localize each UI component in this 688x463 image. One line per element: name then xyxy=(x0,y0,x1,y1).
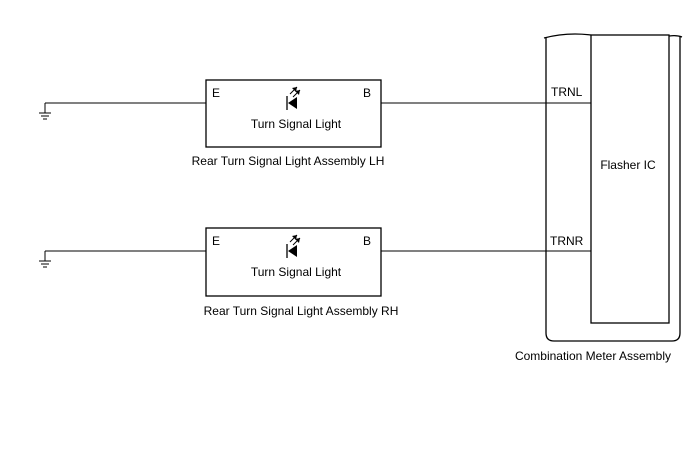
assembly-caption-rh: Rear Turn Signal Light Assembly RH xyxy=(204,304,399,318)
ground-symbol-rh xyxy=(39,251,51,268)
combination-meter: Flasher IC TRNL TRNR Combination Meter A… xyxy=(515,33,683,363)
pin-b-rh: B xyxy=(363,234,371,248)
turn-signal-box-rh xyxy=(205,227,382,297)
component-label-lh: Turn Signal Light xyxy=(251,117,342,131)
flasher-ic-box xyxy=(590,34,670,324)
meter-caption: Combination Meter Assembly xyxy=(515,349,671,363)
rh-circuit: E B Turn Signal Light Rear Turn Signal L… xyxy=(39,227,591,318)
pin-e-lh: E xyxy=(212,86,220,100)
flasher-ic-label: Flasher IC xyxy=(600,158,656,172)
meter-outline xyxy=(545,36,681,342)
led-symbol-lh xyxy=(286,86,301,110)
assembly-caption-lh: Rear Turn Signal Light Assembly LH xyxy=(192,154,385,168)
pin-trnr: TRNR xyxy=(550,234,584,248)
pin-e-rh: E xyxy=(212,234,220,248)
pin-trnl: TRNL xyxy=(551,85,583,99)
led-symbol-rh xyxy=(286,234,301,258)
ground-symbol-lh xyxy=(39,103,51,120)
lh-circuit: E B Turn Signal Light Rear Turn Signal L… xyxy=(39,79,591,168)
pin-b-lh: B xyxy=(363,86,371,100)
component-label-rh: Turn Signal Light xyxy=(251,265,342,279)
